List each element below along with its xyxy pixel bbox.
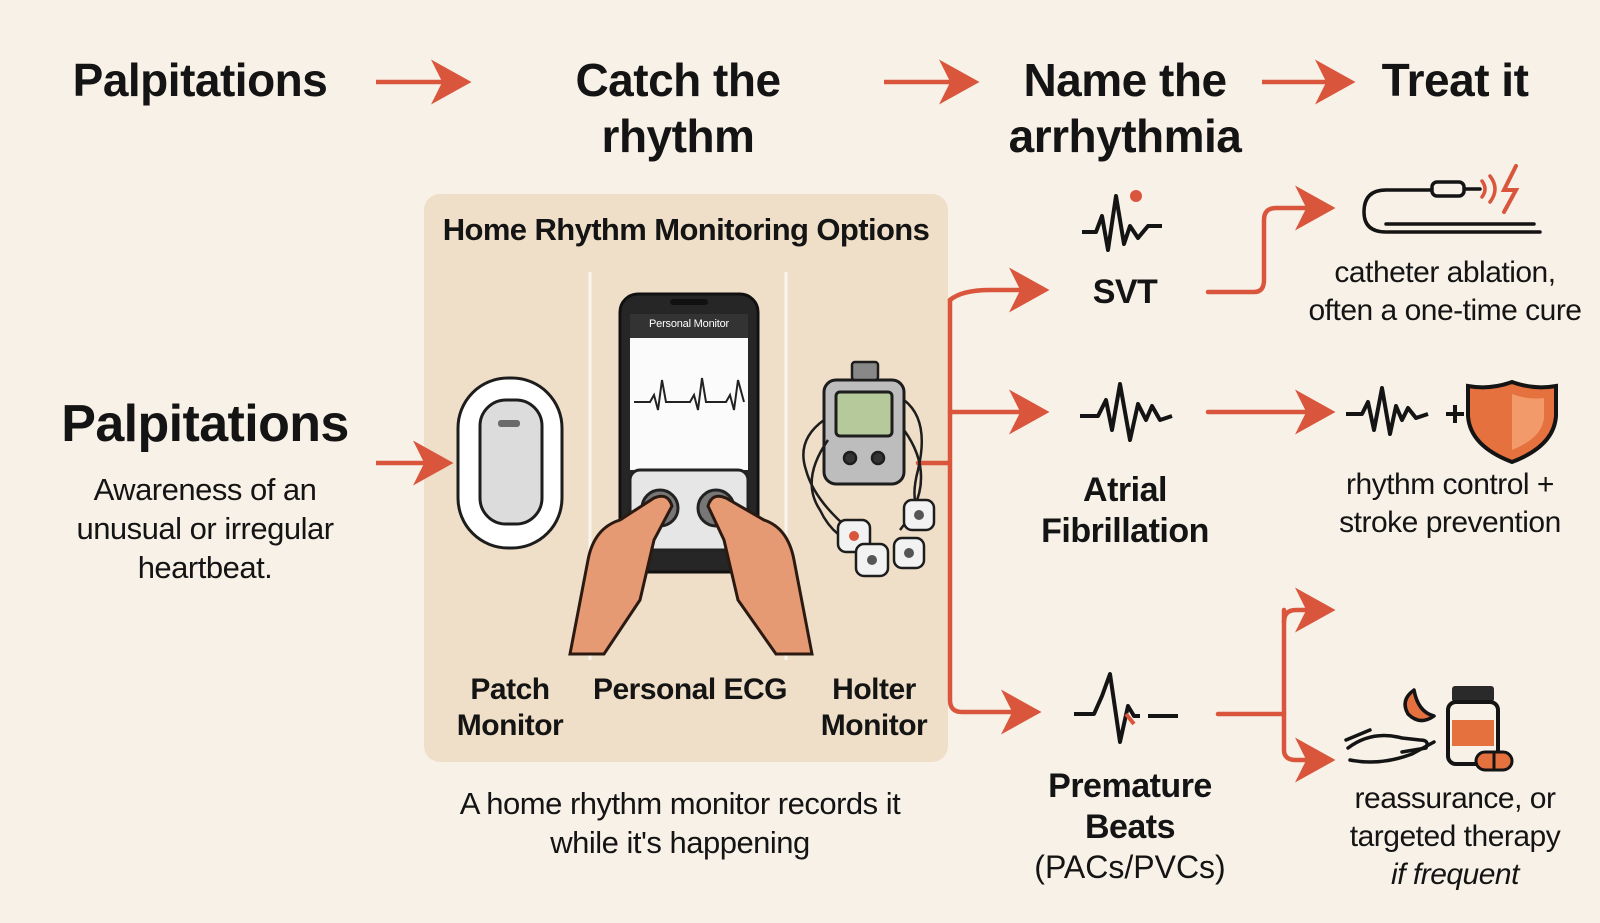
ecg-spike-icon: [1082, 190, 1162, 252]
shield-icon: [1466, 379, 1558, 465]
treatment-arrows: [1205, 185, 1336, 783]
flow-step-name-arrhythmia: Name the arrhythmia: [1008, 54, 1242, 162]
ecg-premature-icon: [1074, 672, 1178, 744]
arrhythmia-branch-arrows: [915, 267, 1050, 735]
palpitations-title: Palpitations: [61, 395, 349, 453]
panel-caption: A home rhythm monitor records it while i…: [459, 786, 901, 860]
patch-monitor-icon: [456, 376, 564, 550]
arrhythmia-premature-subtitle: (PACs/PVCs): [1034, 849, 1226, 885]
patch-monitor-label: Patch Monitor: [456, 673, 564, 742]
treatment-premature-text: reassurance, or targeted therapy: [1349, 782, 1561, 853]
personal-ecg-label: Personal ECG: [592, 673, 788, 706]
treatment-afib: rhythm control + stroke prevention: [1339, 468, 1561, 539]
arrhythmia-afib: Atrial Fibrillation: [1041, 471, 1209, 550]
flow-step-catch-rhythm: Catch the rhythm: [575, 54, 781, 162]
palpitations-definition: Awareness of an unusual or irregular hea…: [76, 472, 334, 585]
holter-monitor-label: Holter Monitor: [820, 673, 928, 742]
holter-monitor-icon: [802, 360, 936, 578]
catheter-icon: [1362, 164, 1542, 234]
reassurance-hand-icon: [1344, 688, 1436, 764]
rhythm-control-icon: [1346, 386, 1464, 436]
treatment-svt: catheter ablation, often a one-time cure: [1308, 256, 1583, 327]
treatment-premature: reassurance, or targeted therapy if freq…: [1320, 780, 1590, 894]
arrhythmia-premature-beats: Premature Beats: [1048, 767, 1212, 846]
hands-icon: [568, 494, 814, 656]
medication-icon: [1446, 686, 1514, 772]
flow-step-treat: Treat it: [1381, 54, 1529, 106]
panel-title: Home Rhythm Monitoring Options: [442, 212, 930, 247]
ecg-irregular-icon: [1080, 382, 1173, 442]
flow-step-palpitations: Palpitations: [72, 54, 328, 106]
arrhythmia-svt: SVT: [1092, 273, 1158, 311]
treatment-premature-qualifier: if frequent: [1391, 858, 1519, 891]
phone-screen-label: Personal Monitor: [649, 318, 729, 330]
